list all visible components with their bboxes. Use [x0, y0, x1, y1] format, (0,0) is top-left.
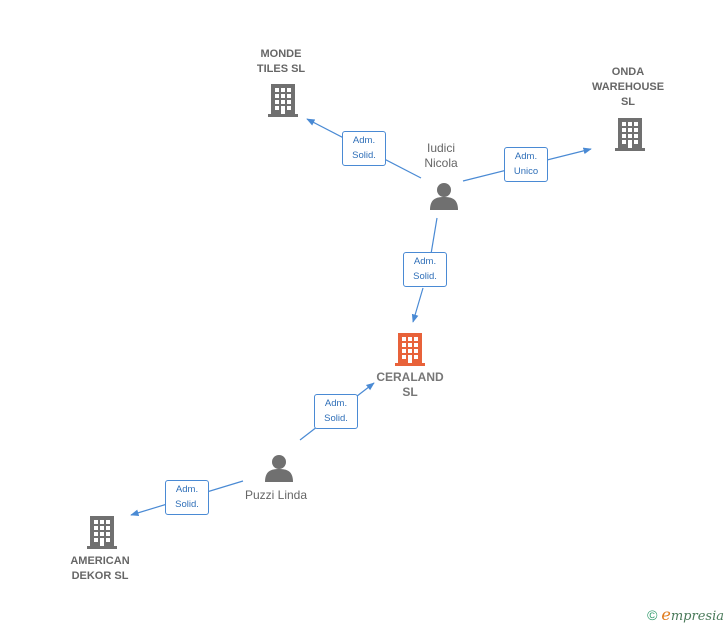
edge-label-nicola-monde: Adm. Solid.	[342, 131, 386, 166]
building-icon	[87, 516, 117, 549]
edge-label-nicola-onda: Adm. Unico	[504, 147, 548, 182]
node-iudici-nicola-label[interactable]: Iudici Nicola	[424, 141, 458, 170]
node-puzzi-linda-label[interactable]: Puzzi Linda	[244, 488, 308, 502]
building-icon	[615, 118, 645, 151]
building-icon	[268, 84, 298, 117]
edge-label-nicola-ceraland: Adm. Solid.	[403, 252, 447, 287]
edge-label-linda-american: Adm. Solid.	[165, 480, 209, 515]
edge-nicola-ceraland	[413, 217, 438, 322]
node-onda-warehouse-label[interactable]: ONDA WAREHOUSE SL	[591, 66, 665, 108]
person-icon	[430, 183, 458, 210]
node-ceraland-label[interactable]: CERALAND SL	[376, 370, 444, 399]
copyright-icon: ©	[647, 607, 658, 623]
empresia-watermark: ©empresia	[647, 605, 724, 624]
person-icon	[265, 455, 293, 482]
node-american-dekor-label[interactable]: AMERICAN DEKOR SL	[70, 555, 130, 582]
edge-label-linda-ceraland: Adm. Solid.	[314, 394, 358, 429]
brand-logo-text: mpresia	[670, 609, 724, 624]
brand-logo-initial: e	[661, 605, 671, 624]
node-monde-tiles-label[interactable]: MONDE TILES SL	[256, 48, 306, 75]
building-icon	[395, 333, 425, 366]
